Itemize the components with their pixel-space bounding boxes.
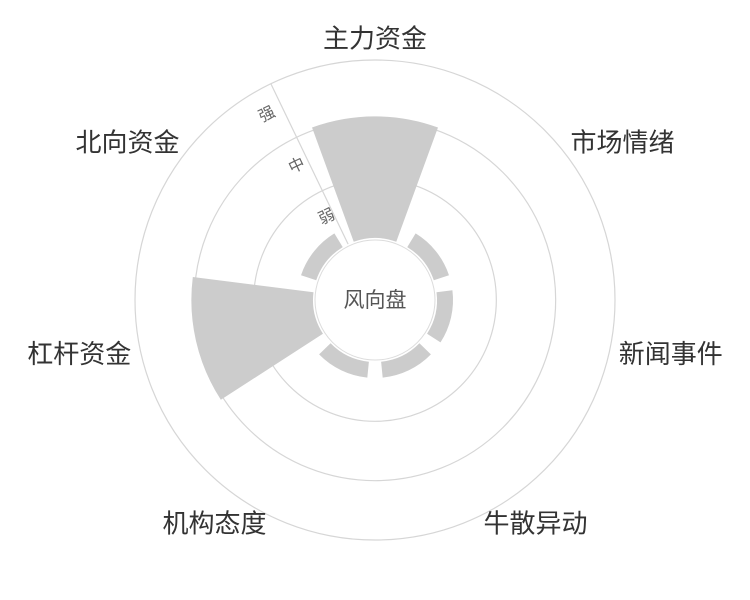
center-circle bbox=[314, 239, 436, 361]
category-label: 新闻事件 bbox=[619, 340, 723, 370]
radial-tick-label: 中 bbox=[285, 153, 308, 177]
category-label: 主力资金 bbox=[323, 25, 427, 55]
bar-1 bbox=[312, 116, 438, 242]
radial-tick-label: 强 bbox=[255, 102, 278, 126]
category-label: 杠杆资金 bbox=[27, 340, 131, 370]
radial-tick-label: 弱 bbox=[315, 204, 338, 228]
category-label: 牛散异动 bbox=[483, 510, 587, 540]
bar-2 bbox=[407, 233, 449, 281]
grid-ring-3 bbox=[134, 59, 616, 541]
category-label: 市场情绪 bbox=[570, 129, 674, 159]
category-label: 北向资金 bbox=[76, 129, 180, 159]
category-label: 机构态度 bbox=[163, 510, 267, 540]
bar-6 bbox=[191, 276, 323, 400]
chart-title: 风向盘 bbox=[344, 288, 407, 312]
radial-axis-line bbox=[270, 83, 349, 245]
bar-5 bbox=[319, 343, 369, 378]
bar-4 bbox=[381, 343, 431, 378]
bar-7 bbox=[301, 233, 343, 281]
bar-3 bbox=[427, 290, 454, 343]
